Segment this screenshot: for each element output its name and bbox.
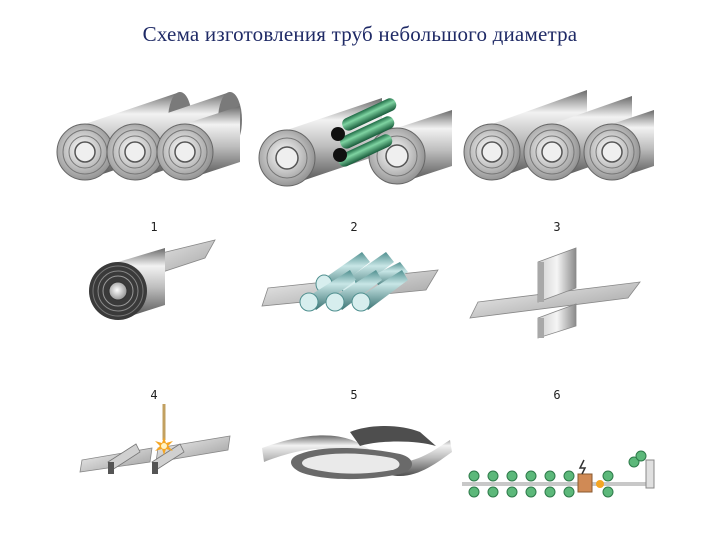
step-number: 6 bbox=[547, 388, 567, 402]
coil-group-center bbox=[259, 96, 452, 186]
coil-group-right bbox=[464, 90, 654, 180]
straightening-rollers-icon bbox=[262, 252, 438, 311]
step-number: 1 bbox=[144, 220, 164, 234]
lightning-icon bbox=[580, 460, 585, 474]
forming-welding-line-icon bbox=[462, 451, 654, 497]
step-number: 5 bbox=[344, 388, 364, 402]
coil-group-left bbox=[57, 92, 242, 180]
coil-unwinding-icon bbox=[89, 240, 215, 320]
step-number: 4 bbox=[144, 388, 164, 402]
lower-blade bbox=[538, 304, 576, 338]
step-number: 3 bbox=[547, 220, 567, 234]
strip-line bbox=[462, 482, 654, 486]
step-number: 2 bbox=[344, 220, 364, 234]
butt-welding-icon bbox=[80, 404, 230, 474]
welding-unit-icon bbox=[578, 460, 604, 492]
strip-accumulator-icon bbox=[262, 426, 452, 479]
shear-cutting-icon bbox=[470, 248, 640, 338]
